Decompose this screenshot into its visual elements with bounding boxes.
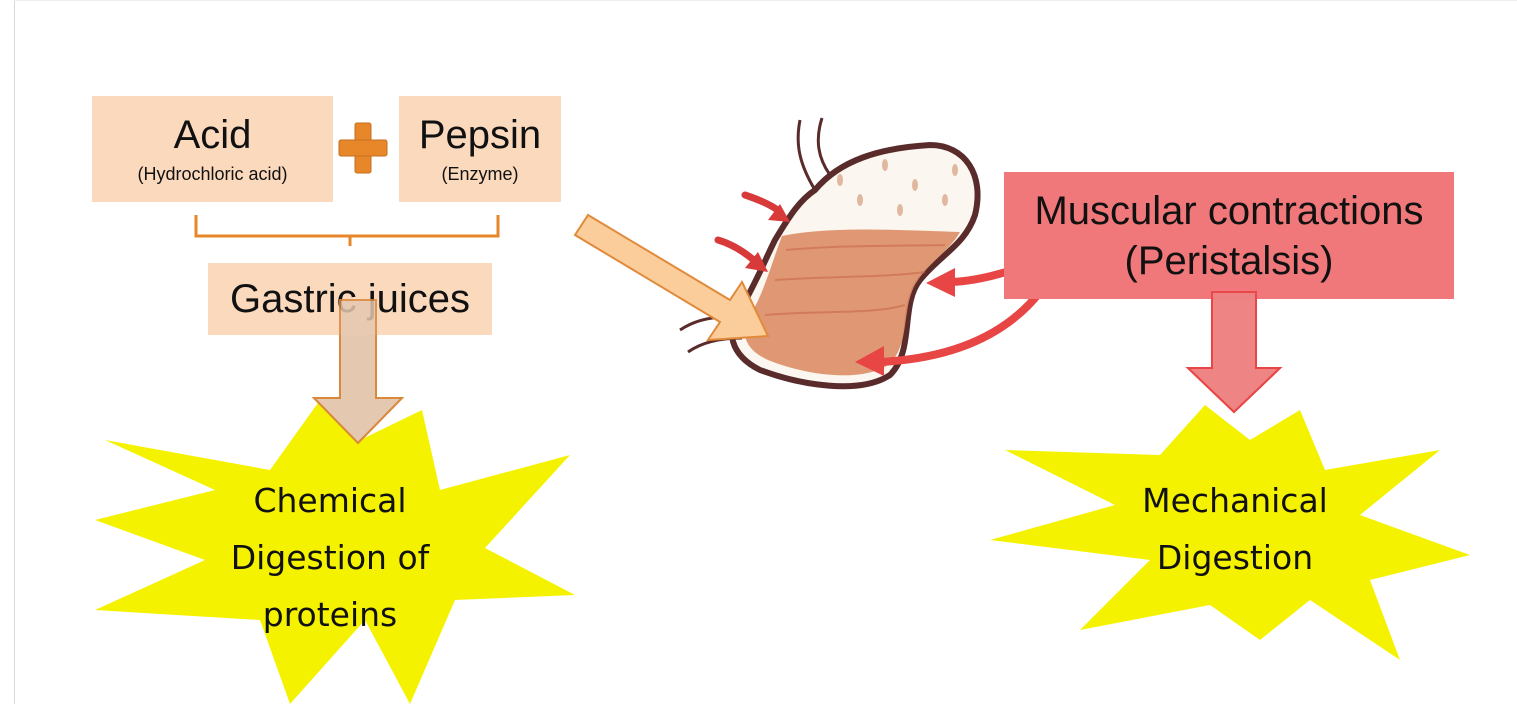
mechanical-digestion-label: Mechanical Digestion bbox=[1110, 472, 1360, 586]
chemical-line1: Chemical bbox=[200, 472, 460, 529]
chemical-line3: proteins bbox=[200, 586, 460, 643]
mechanical-line1: Mechanical bbox=[1110, 472, 1360, 529]
chemical-digestion-label: Chemical Digestion of proteins bbox=[200, 472, 460, 643]
mechanical-line2: Digestion bbox=[1110, 529, 1360, 586]
chemical-line2: Digestion of bbox=[200, 529, 460, 586]
